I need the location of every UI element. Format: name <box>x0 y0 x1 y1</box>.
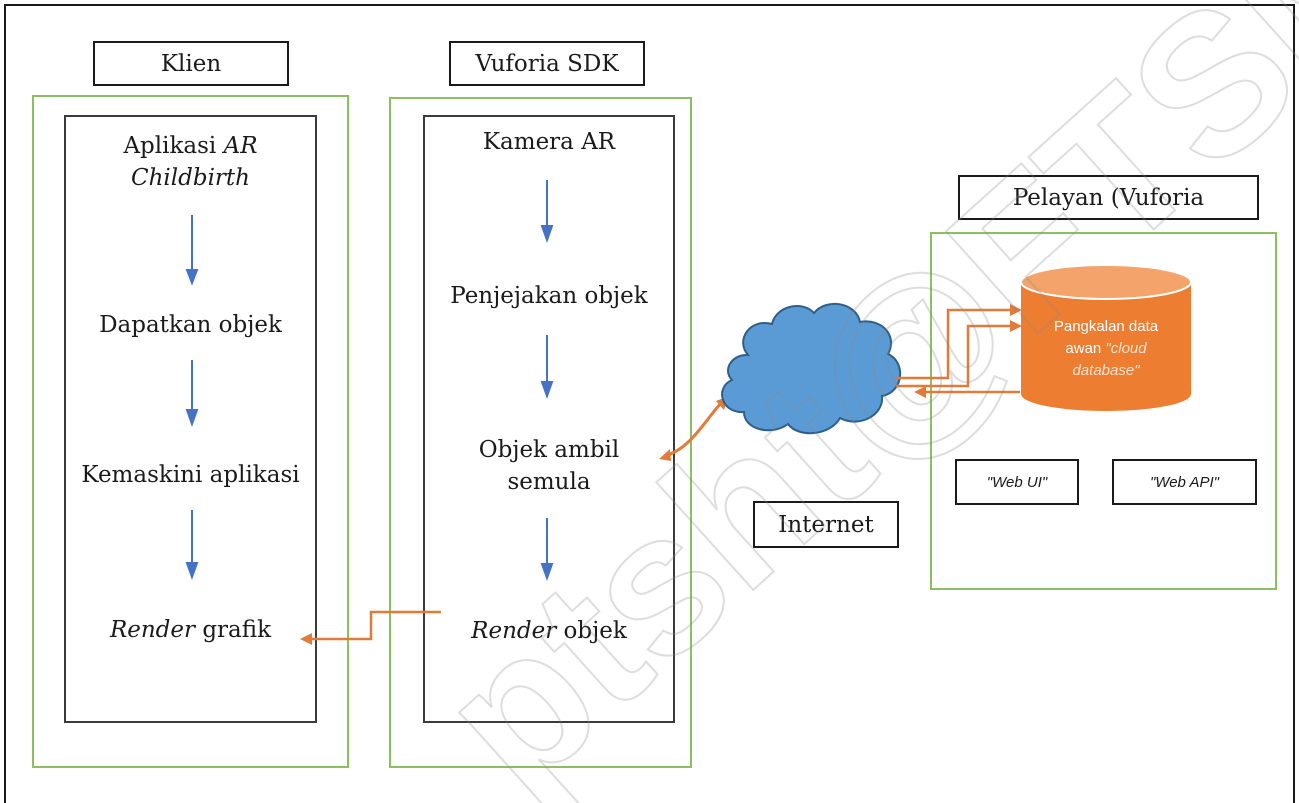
diagram-frame <box>4 4 1295 803</box>
internet-label: Internet <box>778 511 874 538</box>
sdk-step-render-object: Render objek <box>471 618 627 644</box>
server-container <box>930 232 1277 590</box>
sdk-title-box: Vuforia SDK <box>449 41 645 86</box>
web-api-chip: "Web API" <box>1112 459 1257 505</box>
sdk-step-tracking: Penjejakan objek <box>450 283 648 309</box>
internet-label-box: Internet <box>753 501 899 548</box>
sdk-flow-arrows <box>540 180 554 581</box>
cloud-database-label: Pangkalan data awan "cloud database" <box>1053 318 1159 379</box>
client-container <box>32 95 349 768</box>
cloud-database-icon <box>1020 264 1192 411</box>
server-title: Pelayan (Vuforia <box>1012 184 1205 211</box>
server-title-box: Pelayan (Vuforia <box>958 175 1259 220</box>
sdk-step-retrieve: Objek ambil semula <box>478 437 620 495</box>
web-ui-chip: "Web UI" <box>955 459 1079 505</box>
client-title: Klien <box>160 50 222 77</box>
client-flow-arrows <box>185 215 199 580</box>
client-step-render-graphic: Render grafik <box>109 617 272 643</box>
render-connector-arrow <box>300 610 441 645</box>
client-step-get-object: Dapatkan objek <box>99 312 282 338</box>
cloud-db-arrows <box>896 304 1022 398</box>
sdk-inner-panel <box>423 115 675 723</box>
sdk-container <box>389 97 692 768</box>
sdk-title: Vuforia SDK <box>475 50 619 77</box>
sdk-cloud-arrow <box>659 396 729 461</box>
client-app-name: Aplikasi AR Childbirth <box>123 133 258 191</box>
client-title-box: Klien <box>93 41 289 86</box>
sdk-step-camera: Kamera AR <box>482 129 616 155</box>
client-inner-panel <box>64 115 317 723</box>
internet-cloud-icon <box>721 302 902 435</box>
client-step-update-app: Kemaskini aplikasi <box>81 462 300 488</box>
